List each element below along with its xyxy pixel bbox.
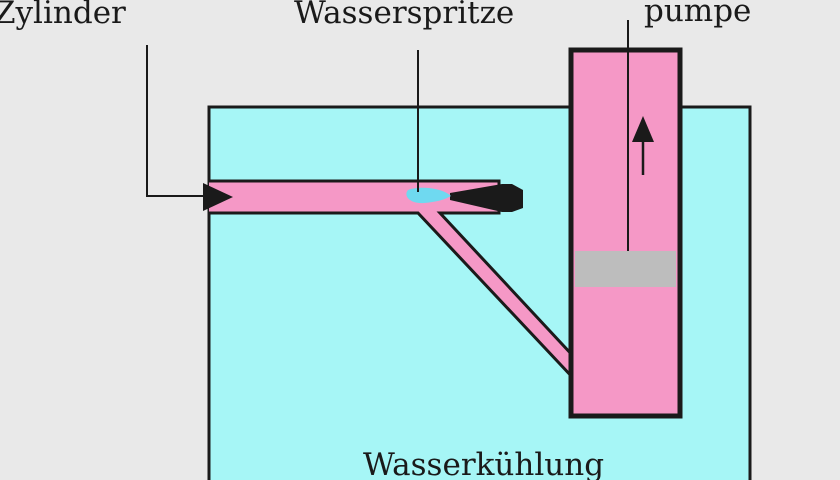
arrowhead-right-icon [203,183,233,211]
label-pump: pumpe [644,0,752,29]
label-water-cooling: Wasserkühlung [363,447,605,480]
injector-nozzle [450,184,523,212]
arrow-up-icon [632,116,654,175]
label-water-injector: Wasserspritze [294,0,515,31]
tube-network [209,179,577,382]
pump-piston [575,251,676,287]
cylinder-leader [146,45,233,211]
pump-body [568,47,683,419]
label-cylinder: Zylinder [0,0,126,31]
